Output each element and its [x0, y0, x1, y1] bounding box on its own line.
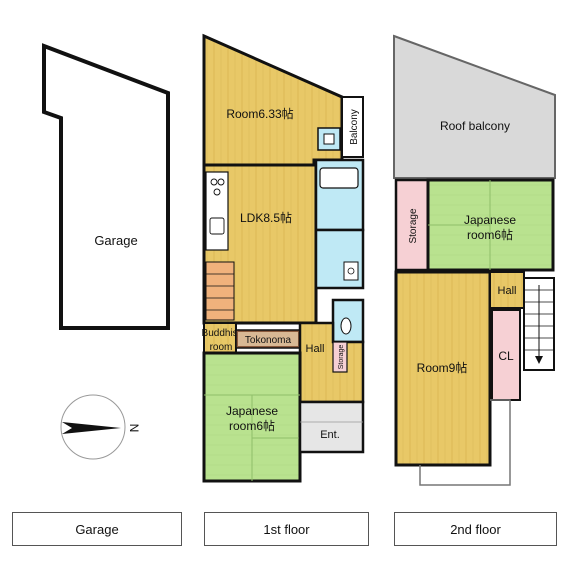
tokonoma-label: Tokonoma — [245, 335, 292, 346]
buddhist-room-label-line2: room — [210, 342, 233, 353]
hall-label-1f: Hall — [306, 343, 325, 355]
kitchen-sink-icon — [209, 217, 225, 235]
stairs-1f — [205, 261, 235, 321]
storage-label-1f: Storage — [338, 345, 345, 370]
entrance-label: Ent. — [320, 429, 340, 441]
tokonoma-label-bg — [238, 332, 298, 346]
lower-balcony-edge — [419, 399, 511, 486]
compass-needle-icon — [62, 422, 121, 434]
closet-label: CL — [498, 349, 514, 363]
buddhist-room-label-line1: Buddhist — [202, 328, 241, 339]
stove-burner-icon — [217, 178, 225, 186]
stove-burner-icon — [210, 178, 218, 186]
toilet-icon — [340, 317, 352, 335]
room-9-label: Room9帖 — [417, 360, 468, 375]
room-6-33-label: Room6.33帖 — [226, 106, 293, 121]
balcony-label: Balcony — [349, 109, 360, 145]
storage-1f — [332, 341, 348, 373]
garage-label: Garage — [94, 233, 137, 248]
compass: N — [60, 394, 141, 460]
first-floor-plan: Room6.33帖 Balcony LDK8.5帖 — [202, 33, 365, 483]
washbasin-icon — [343, 261, 359, 281]
room-9 — [394, 270, 492, 467]
ldk-label: LDK8.5帖 — [240, 210, 292, 225]
balcony — [341, 96, 364, 158]
japanese-room-1f-label-line1: Japanese — [226, 404, 278, 418]
garage-outline — [42, 43, 170, 330]
hall-label-2f: Hall — [498, 285, 517, 297]
japanese-room-1f-label-line2: room6帖 — [229, 418, 275, 433]
stair-arrowhead-icon — [535, 356, 543, 364]
caption-garage: Garage — [12, 512, 182, 546]
entrance — [298, 400, 365, 454]
roof-balcony-label: Roof balcony — [440, 119, 510, 133]
japanese-room-2f-label-line2: room6帖 — [467, 227, 513, 242]
second-floor-plan: Roof balcony Storage Japanese room6帖 Roo… — [393, 34, 556, 486]
caption-first-floor: 1st floor — [204, 512, 369, 546]
compass-north-label: N — [127, 424, 141, 433]
caption-second-floor: 2nd floor — [394, 512, 557, 546]
washing-machine-icon — [323, 133, 335, 145]
bathtub-icon — [319, 167, 359, 189]
garage-plan: Garage — [42, 43, 170, 330]
storage-label-2f: Storage — [408, 208, 419, 243]
roof-balcony — [393, 34, 556, 179]
japanese-room-2f-label-line1: Japanese — [464, 213, 516, 227]
buddhist-room — [203, 322, 237, 354]
stove-burner-icon — [213, 188, 221, 196]
storage-2f — [394, 178, 430, 272]
